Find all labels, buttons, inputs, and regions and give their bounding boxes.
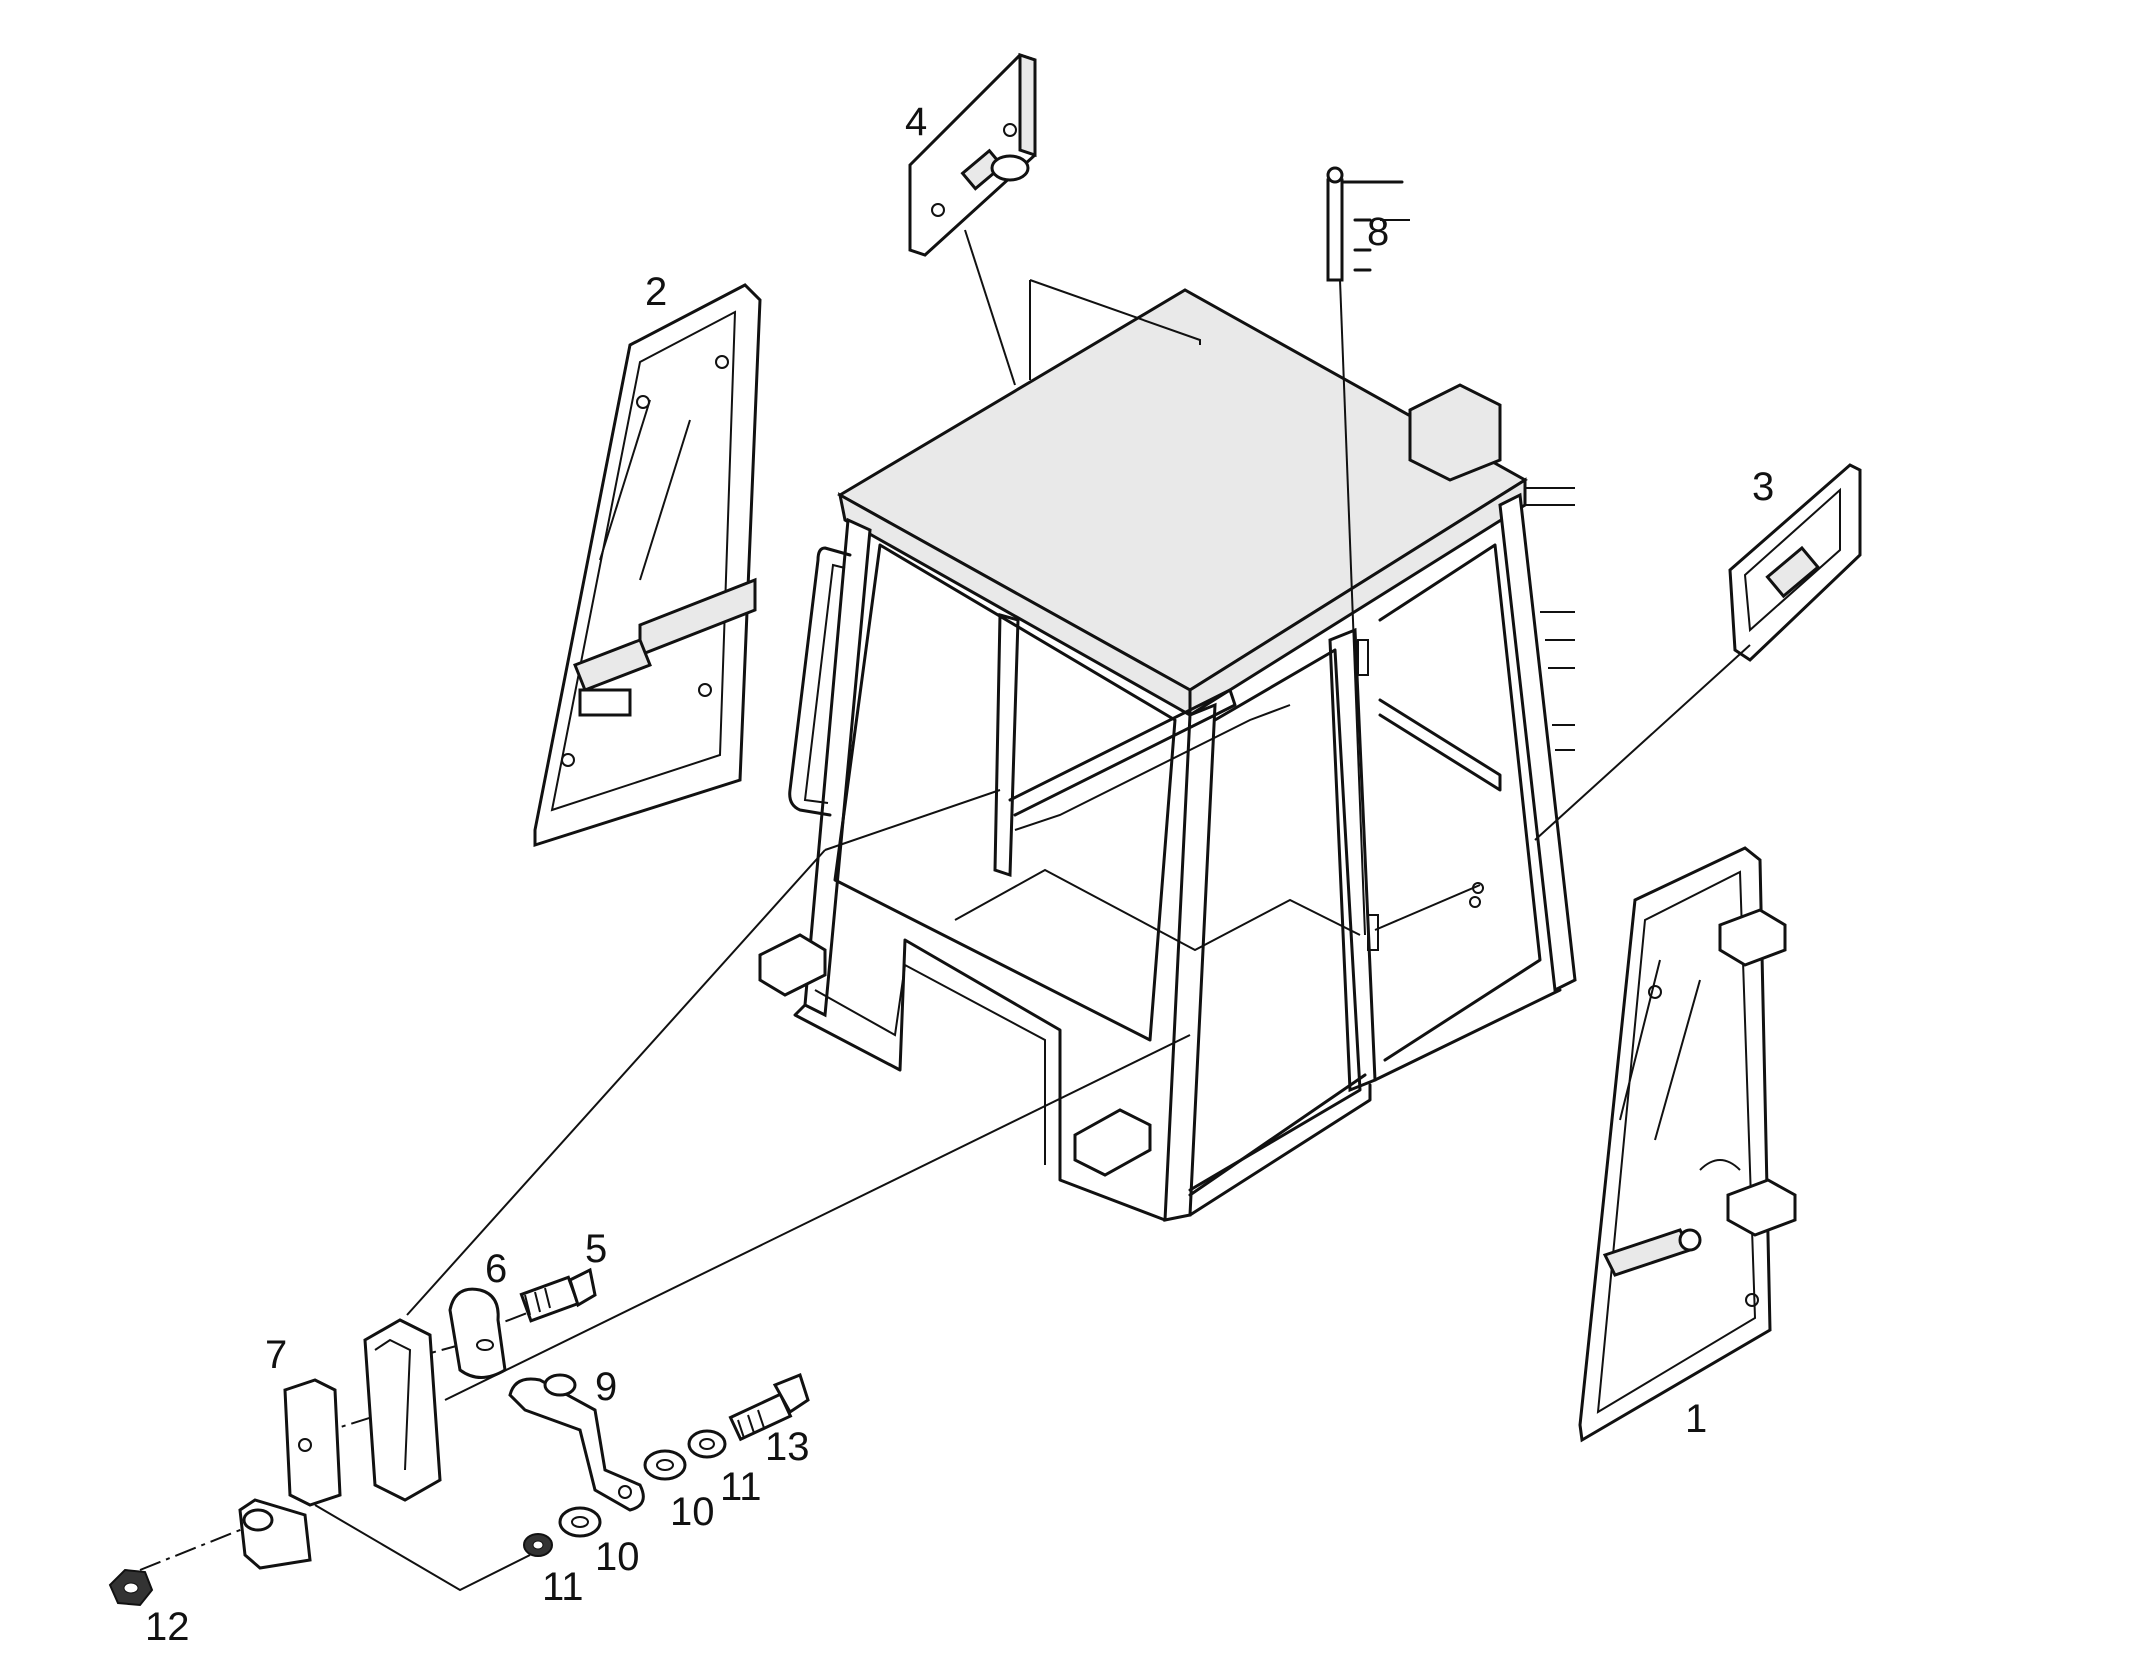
hardware-parts [108,1267,810,1607]
latch-plate-part-4 [908,52,1037,386]
front-window-frame [833,543,1177,1042]
door-panel-2-glass [550,310,737,812]
gas-strut-part-8 [1326,166,1410,936]
washer-part-10-upper [643,1449,687,1481]
callout-13: 13 [765,1425,810,1469]
latch-plate-4-side [1018,52,1037,158]
cab-floor-rear [1014,704,1291,831]
door-panel-part-2 [533,283,762,848]
front-right-pillar [1163,702,1217,1222]
washer-part-10-lower [558,1506,602,1538]
callout-11-lower: 11 [542,1565,584,1609]
door-panel-2-lock [578,688,632,717]
latch-plate-4-body [908,53,1037,257]
callout-labels: 1 2 3 4 5 6 7 8 9 10 10 11 11 12 13 [145,100,1774,1649]
cab-lower-rail [1188,1073,1367,1197]
striker-plate-3-inner [1743,487,1841,633]
gas-strut-end [1326,166,1344,184]
cab-side-crossbar [1378,698,1502,792]
spacer-block [283,1378,342,1507]
grab-handle-inner [803,563,846,804]
door-panel-1-hinge-lower [1726,1178,1797,1237]
bolt-part-5 [519,1267,597,1323]
assembly-lines [139,279,1481,1592]
striker-plate-part-3 [1534,463,1862,841]
louver-ticks [1525,487,1575,751]
door-panel-1-glass [1596,870,1757,1414]
cab-lower-front-inner [814,963,1046,1165]
striker-plate-3-catch [1765,545,1821,599]
door-panel-1-knob [1678,1228,1702,1252]
cab-lower-side [1188,1083,1372,1217]
door-panel-1-outer [1578,846,1772,1443]
callout-5: 5 [585,1227,607,1271]
callout-3: 3 [1752,465,1774,509]
door-spring-lower [1367,914,1379,951]
washer-part-11-upper [687,1429,727,1459]
callout-7: 7 [265,1333,287,1377]
callout-12: 12 [145,1605,190,1649]
cab-lower-side-panel [1373,988,1562,1082]
callout-11-upper: 11 [720,1465,762,1509]
cab-floor [954,868,1361,952]
door-panel-1-marking [1699,1159,1741,1171]
cab-roof [836,288,1528,692]
callout-8: 8 [1367,210,1389,254]
side-window-frame [1378,543,1542,1062]
bracket-part-9 [508,1377,645,1512]
clip-part-6 [448,1287,507,1379]
mount-bracket-right [1073,1108,1152,1177]
cab-frame [758,288,1577,1222]
mount-hole [1469,896,1481,908]
rear-left-pillar [993,613,1020,878]
callout-9: 9 [595,1365,617,1409]
rear-right-pillar [1498,492,1577,993]
latch-plate-4-pin [990,154,1030,182]
callout-6: 6 [485,1247,507,1291]
callout-1: 1 [1685,1397,1707,1441]
callout-2: 2 [645,270,667,314]
cab-rear-crossbar [1008,688,1237,817]
cab-lower-front [793,938,1167,1222]
hinge-block-part-7 [363,1318,442,1502]
mount-bracket-left [758,933,827,997]
front-left-pillar [803,517,872,1018]
door-spring-upper [1357,639,1369,676]
callout-4: 4 [905,100,927,144]
door-panel-2-handle [573,638,652,692]
door-panel-part-1 [1578,846,1797,1443]
door-panel-1-hinge-upper [1718,908,1787,967]
grab-handle [788,546,852,817]
callout-10-upper: 10 [670,1490,715,1534]
latch-plate-4-slot [960,148,1005,191]
gas-strut-body [1326,178,1344,282]
callout-10-lower: 10 [595,1535,640,1579]
cab-rear-box [1408,383,1502,482]
bolt-part-13 [728,1373,810,1442]
door-frame [1188,648,1362,1192]
